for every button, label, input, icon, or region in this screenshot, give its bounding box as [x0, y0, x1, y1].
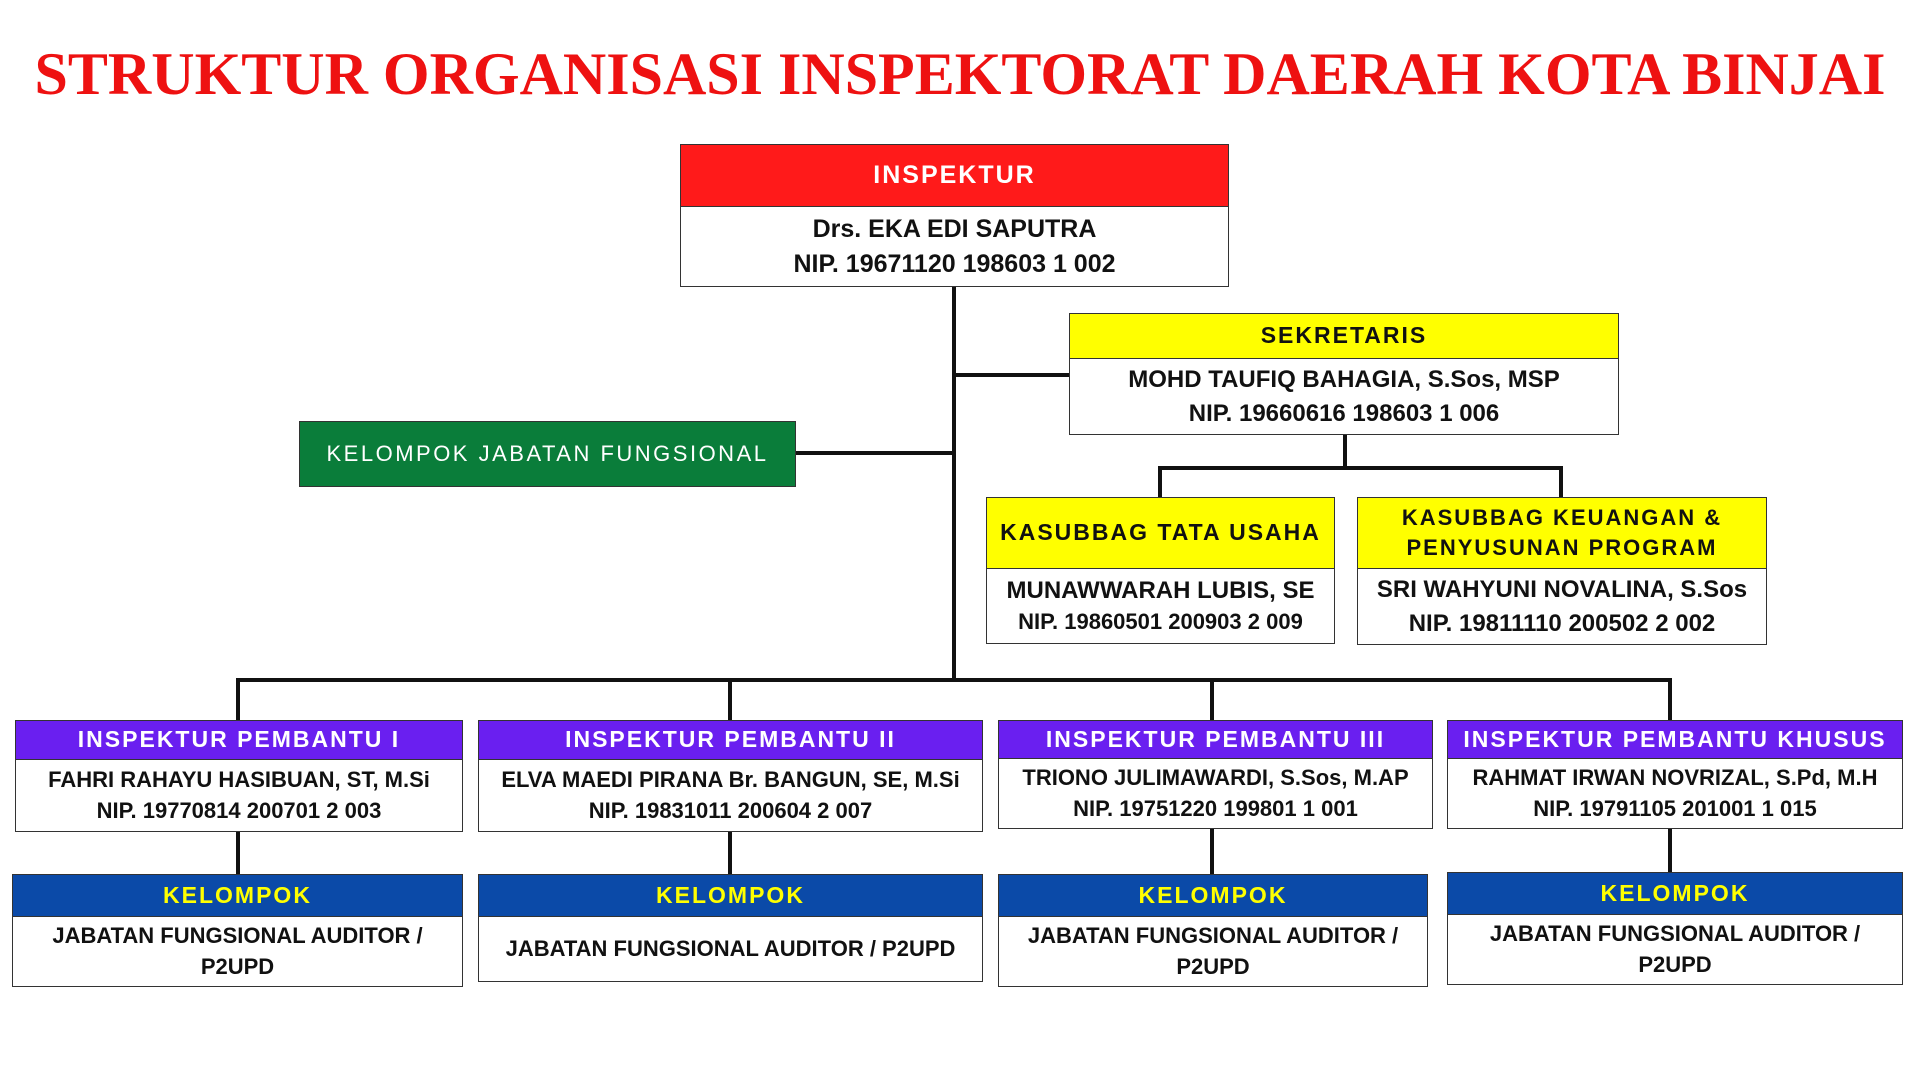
kelompok-3-box: KELOMPOK JABATAN FUNGSIONAL AUDITOR / P2U…: [998, 874, 1428, 987]
pembantu-nip: NIP. 19791105 201001 1 015: [1533, 795, 1817, 821]
connector-ip2: [728, 678, 732, 720]
pembantu-role: INSPEKTUR PEMBANTU II: [479, 721, 982, 760]
connector-kasubbag-horizontal: [1158, 466, 1563, 470]
connector-bottom-horizontal: [236, 678, 1672, 682]
kelompok-line1: JABATAN FUNGSIONAL AUDITOR / P2UPD: [505, 935, 956, 961]
inspektur-name: Drs. EKA EDI SAPUTRA: [812, 214, 1097, 243]
connector-kel4: [1668, 829, 1672, 872]
kelompok-head: KELOMPOK: [13, 875, 462, 917]
kelompok-4-box: KELOMPOK JABATAN FUNGSIONAL AUDITOR / P2U…: [1447, 872, 1903, 985]
inspektur-box: INSPEKTUR Drs. EKA EDI SAPUTRA NIP. 1967…: [680, 144, 1229, 287]
kasubbag-keuangan-box: KASUBBAG KEUANGAN & PENYUSUNAN PROGRAM S…: [1357, 497, 1767, 645]
connector-ip1: [236, 678, 240, 720]
chart-title: STRUKTUR ORGANISASI INSPEKTORAT DAERAH K…: [34, 41, 1886, 107]
pembantu-role: INSPEKTUR PEMBANTU III: [999, 721, 1432, 759]
connector-fungsional: [796, 451, 954, 455]
pembantu-nip: NIP. 19831011 200604 2 007: [588, 797, 873, 823]
connector-kel3: [1210, 829, 1214, 874]
inspektur-pembantu-2-box: INSPEKTUR PEMBANTU II ELVA MAEDI PIRANA …: [478, 720, 983, 832]
kelompok-line1: JABATAN FUNGSIONAL AUDITOR /: [1489, 920, 1861, 946]
sekretaris-box: SEKRETARIS MOHD TAUFIQ BAHAGIA, S.Sos, M…: [1069, 313, 1619, 435]
kelompok-line2: P2UPD: [1176, 953, 1250, 979]
connector-main-vertical: [952, 287, 956, 682]
kelompok-line2: P2UPD: [1638, 951, 1712, 977]
kelompok-head: KELOMPOK: [1448, 873, 1902, 915]
inspektur-nip: NIP. 19671120 198603 1 002: [793, 249, 1116, 278]
inspektur-role: INSPEKTUR: [681, 145, 1228, 207]
kasubbag-tu-role: KASUBBAG TATA USAHA: [987, 498, 1334, 569]
connector-kel2: [728, 832, 732, 874]
kelompok-jabatan-fungsional-box: KELOMPOK JABATAN FUNGSIONAL: [299, 421, 796, 487]
kelompok-line2: P2UPD: [200, 953, 275, 979]
connector-sekretaris: [954, 373, 1069, 377]
kasubbag-tu-box: KASUBBAG TATA USAHA MUNAWWARAH LUBIS, SE…: [986, 497, 1335, 644]
pembantu-name: TRIONO JULIMAWARDI, S.Sos, M.AP: [1022, 764, 1409, 790]
inspektur-pembantu-1-box: INSPEKTUR PEMBANTU I FAHRI RAHAYU HASIBU…: [15, 720, 463, 832]
sekretaris-name: MOHD TAUFIQ BAHAGIA, S.Sos, MSP: [1128, 365, 1560, 393]
kelompok-head: KELOMPOK: [999, 875, 1427, 917]
kasubbag-keu-role-line1: KASUBBAG KEUANGAN &: [1401, 505, 1723, 531]
connector-sek-down: [1343, 435, 1347, 468]
connector-ipk: [1668, 678, 1672, 720]
kasubbag-keu-role-line2: PENYUSUNAN PROGRAM: [1406, 535, 1718, 560]
pembantu-name: RAHMAT IRWAN NOVRIZAL, S.Pd, M.H: [1472, 764, 1878, 790]
pembantu-role: INSPEKTUR PEMBANTU KHUSUS: [1448, 721, 1902, 759]
kelompok-2-box: KELOMPOK JABATAN FUNGSIONAL AUDITOR / P2…: [478, 874, 983, 982]
pembantu-name: ELVA MAEDI PIRANA Br. BANGUN, SE, M.Si: [501, 766, 960, 792]
kelompok-line1: JABATAN FUNGSIONAL AUDITOR /: [1027, 922, 1399, 948]
pembantu-nip: NIP. 19770814 200701 2 003: [96, 797, 382, 823]
kasubbag-keu-nip: NIP. 19811110 200502 2 002: [1408, 609, 1716, 637]
kelompok-line1: JABATAN FUNGSIONAL AUDITOR /: [52, 922, 423, 948]
kasubbag-keu-name: SRI WAHYUNI NOVALINA, S.Sos: [1376, 575, 1748, 603]
kelompok-head: KELOMPOK: [479, 875, 982, 917]
kelompok-1-box: KELOMPOK JABATAN FUNGSIONAL AUDITOR / P2U…: [12, 874, 463, 987]
inspektur-pembantu-3-box: INSPEKTUR PEMBANTU III TRIONO JULIMAWARD…: [998, 720, 1433, 829]
kasubbag-tu-name: MUNAWWARAH LUBIS, SE: [1006, 576, 1315, 604]
connector-kasubbag-tu: [1158, 466, 1162, 497]
pembantu-name: FAHRI RAHAYU HASIBUAN, ST, M.Si: [48, 766, 430, 792]
sekretaris-role: SEKRETARIS: [1070, 314, 1618, 359]
kasubbag-tu-nip: NIP. 19860501 200903 2 009: [1018, 609, 1303, 635]
inspektur-pembantu-khusus-box: INSPEKTUR PEMBANTU KHUSUS RAHMAT IRWAN N…: [1447, 720, 1903, 829]
connector-kasubbag-keu: [1559, 466, 1563, 497]
pembantu-nip: NIP. 19751220 199801 1 001: [1073, 795, 1358, 821]
pembantu-role: INSPEKTUR PEMBANTU I: [16, 721, 462, 760]
sekretaris-nip: NIP. 19660616 198603 1 006: [1188, 399, 1500, 427]
connector-ip3: [1210, 678, 1214, 720]
connector-kel1: [236, 832, 240, 874]
